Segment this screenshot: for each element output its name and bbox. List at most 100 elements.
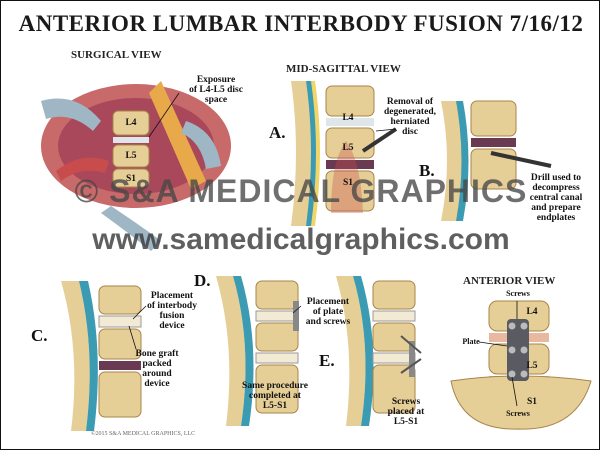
removal-callout: Removal of degenerated, herniated disc — [384, 97, 436, 137]
l5-vertebra-surgical — [112, 144, 150, 168]
fusion-device-e2 — [372, 352, 416, 364]
removed-disc-a — [326, 160, 374, 169]
upper-vertebra-c — [98, 285, 142, 315]
plate-leader — [292, 305, 302, 314]
panel-e-illustration — [336, 276, 422, 426]
plate-label: Plate — [462, 337, 480, 346]
bone-graft-callout: Bone graft packed around device — [135, 349, 179, 389]
screw-head-3 — [508, 346, 516, 354]
fusion-device-d1 — [255, 310, 299, 322]
copyright-footer: ©2015 S&A MEDICAL GRAPHICS, LLC — [91, 431, 196, 437]
same-procedure-callout: Same procedure completed at L5-S1 — [242, 381, 308, 411]
plate-d — [293, 301, 299, 331]
sacrum-d — [255, 364, 299, 414]
screws-bottom-label: Screws — [506, 409, 530, 418]
screw-head-4 — [520, 346, 528, 354]
plate-label-leader — [478, 341, 508, 347]
posterior-elements-b — [441, 101, 463, 221]
l4-label-anterior: L4 — [526, 307, 538, 317]
surgical-view-heading: SURGICAL VIEW — [71, 49, 162, 61]
s1-vertebra-surgical — [112, 168, 150, 188]
screws-placed-callout: Screws placed at L5-S1 — [387, 397, 425, 427]
panel-label-d: D. — [194, 271, 211, 290]
spinal-canal-b — [456, 101, 469, 221]
retractor-left — [41, 98, 101, 131]
posterior-elements-d — [216, 276, 246, 426]
exposure-leader — [148, 92, 180, 138]
surgical-view-illustration — [41, 81, 231, 251]
l5-label-a: L5 — [342, 143, 354, 153]
retractor-right — [181, 121, 221, 169]
upper-vertebra-e — [372, 280, 416, 310]
panel-label-a: A. — [269, 123, 286, 142]
fusion-device-c — [98, 315, 142, 328]
upper-vertebra-b — [470, 100, 517, 137]
upper-vertebra-d — [255, 280, 299, 310]
spinal-canal-c — [79, 281, 98, 431]
graft-leader — [128, 325, 137, 350]
screw-head-6 — [520, 370, 528, 378]
retractor-bottom — [101, 206, 161, 251]
screws-bottom-leader — [511, 376, 518, 407]
spinal-canal-d — [233, 276, 254, 426]
placement-device-callout: Placement of interbody fusion device — [147, 291, 197, 331]
fusion-device-d2 — [255, 352, 299, 364]
sacrum-c — [98, 371, 142, 418]
drill-callout: Drill used to decompress central canal a… — [529, 173, 583, 223]
panel-label-e: E. — [319, 351, 335, 370]
screw-head-5 — [508, 370, 516, 378]
sacrum-e — [372, 364, 416, 414]
watermark-url: www.samedicalgraphics.com — [92, 223, 510, 256]
posterior-elements-c — [61, 281, 90, 431]
prepared-disc-b — [471, 138, 516, 147]
surgical-instrument-a — [361, 127, 398, 153]
upper-disc-a — [326, 118, 374, 126]
plate-e — [409, 341, 415, 377]
page-title: ANTERIOR LUMBAR INTERBODY FUSION 7/16/12 — [18, 11, 584, 36]
drill-b — [490, 151, 552, 168]
middle-vertebra-d — [255, 322, 299, 352]
lower-disc-c — [99, 361, 141, 370]
panel-a-illustration — [291, 81, 398, 226]
exposure-callout: Exposure of L4-L5 disc space — [189, 75, 243, 105]
posterior-elements-e — [336, 276, 366, 426]
screws-top-label: Screws — [506, 289, 530, 298]
panel-b-illustration — [441, 100, 552, 221]
fat-layer — [149, 81, 206, 189]
l5-label-surgical: L5 — [125, 151, 137, 161]
screw-head-1 — [508, 322, 516, 330]
anterior-plate — [507, 319, 529, 381]
spinal-canal-e — [353, 276, 374, 426]
panel-label-c: C. — [31, 326, 48, 345]
screw-head-2 — [520, 322, 528, 330]
sacrum-a — [325, 170, 375, 212]
l4-vertebra-surgical — [112, 110, 150, 136]
lower-vertebra-b — [470, 148, 517, 190]
vessels-a — [331, 141, 363, 213]
mid-sagittal-heading: MID-SAGITTAL VIEW — [286, 63, 401, 75]
removal-leader — [375, 128, 397, 132]
device-leader — [132, 305, 147, 320]
s1-label-surgical: S1 — [125, 174, 137, 184]
l4-label-a: L4 — [342, 113, 354, 123]
lower-vertebra-c — [98, 328, 142, 360]
s1-label-anterior: S1 — [526, 397, 538, 407]
posterior-elements-a — [291, 81, 313, 226]
nerve-roots-a — [311, 81, 320, 226]
anterior-view-heading: ANTERIOR VIEW — [463, 275, 556, 287]
l5-label-anterior: L5 — [526, 361, 538, 371]
anterior-sacrum — [450, 375, 592, 430]
watermark-copyright: © S&A MEDICAL GRAPHICS — [74, 173, 528, 209]
screw-e1 — [400, 335, 422, 354]
anterior-view-illustration — [450, 300, 592, 430]
fusion-device-e1 — [372, 310, 416, 322]
psoas-muscle — [56, 157, 109, 181]
panel-label-b: B. — [419, 161, 435, 180]
screw-e2 — [400, 358, 422, 374]
s1-label-a: S1 — [342, 178, 354, 188]
panel-d-illustration — [216, 276, 302, 426]
disc-space-surgical — [113, 137, 149, 143]
middle-vertebra-e — [372, 322, 416, 352]
